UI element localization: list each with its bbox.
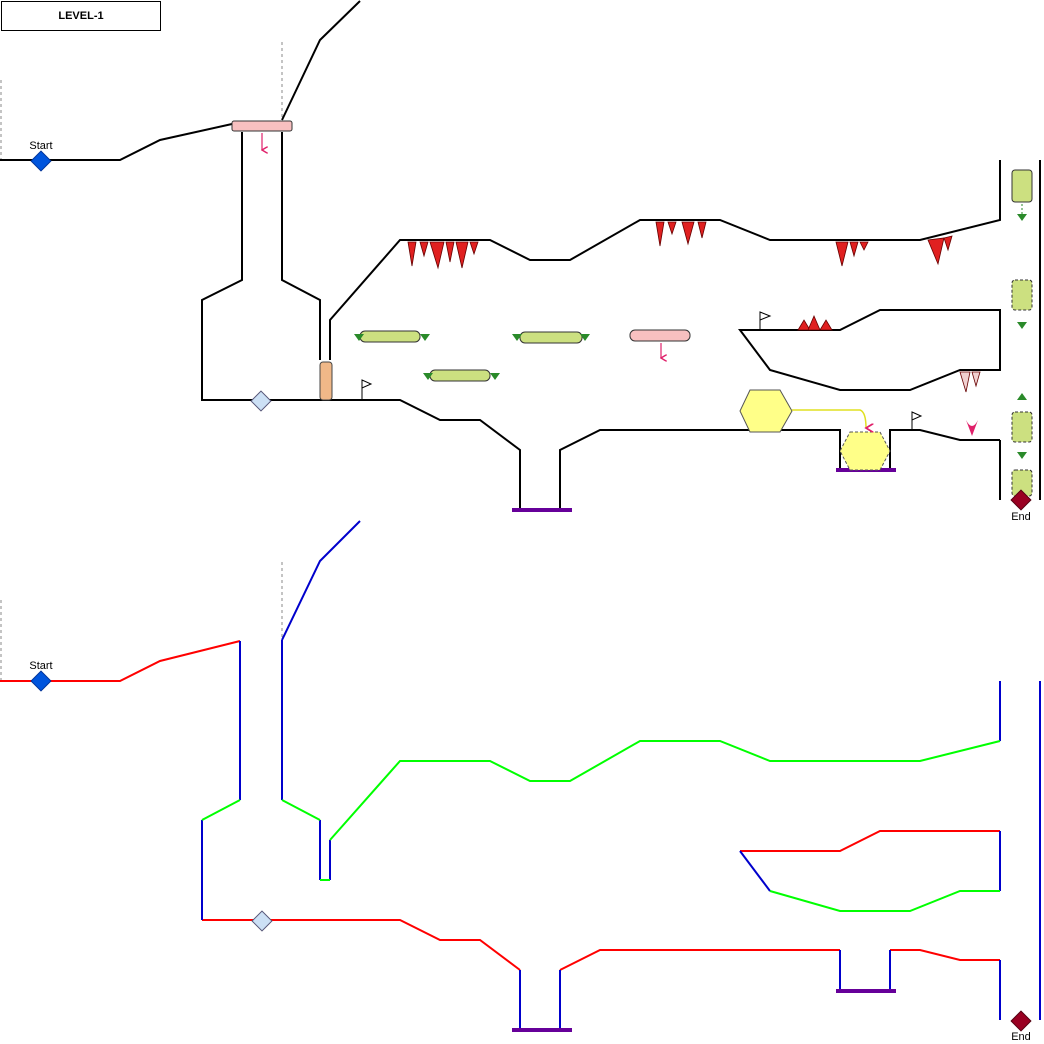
terrain-island [738,309,1001,391]
ceiling-segment [329,740,1001,841]
floor-segment [890,949,1000,961]
wall-segment [739,850,771,892]
hexagon-icon [839,431,891,471]
ceiling-segment [201,799,241,821]
spike-icon [927,235,953,266]
wall-segment [281,520,361,641]
start-label: Start [29,660,52,672]
terrain-left-shaft [201,132,320,401]
bottom-diagram [0,520,1041,1030]
terrain-shaft-right [281,132,321,360]
ceiling-segment [281,799,321,821]
spike-icon [835,241,869,267]
floor-segment [202,919,521,971]
flag-icon [759,311,772,330]
floor-segment [740,830,1000,852]
ceiling-segment [769,890,1000,912]
spike-icon [966,420,978,436]
floor-segment [559,949,840,971]
top-diagram [0,0,1041,510]
level-title: LEVEL-1 [1,1,161,31]
spike-icon [959,371,981,393]
spike-icon [655,221,707,247]
hexagon-icon [739,389,793,433]
terrain-floor-right [889,429,1000,470]
green-block [1011,393,1033,459]
floor-segment [0,640,241,682]
flag-icon [361,379,373,400]
green-platform [354,330,430,343]
flag-icon [911,411,923,430]
terrain-floor-mid [559,429,841,510]
end-diamond-icon [1010,489,1032,511]
start-label: Start [29,140,52,152]
start-diamond-icon [30,150,52,172]
checkpoint-diamond-icon [250,390,272,412]
green-block [1011,279,1033,329]
start-diamond-icon [30,670,52,692]
terrain-ceiling [329,160,1001,360]
door [319,361,333,401]
spike-icon [797,314,833,331]
end-label: End [1011,511,1031,523]
checkpoint-diamond-icon [251,910,273,932]
terrain-start-path [0,123,233,161]
end-diamond-icon [1010,1010,1032,1032]
terrain-upper-slope [281,0,361,121]
terrain-floor-left [320,399,521,510]
spike-icon [407,241,479,270]
green-block [1011,169,1033,221]
arrow-down-icon [792,409,866,428]
green-platform [512,331,590,344]
green-platform [423,369,500,382]
pink-platform [231,120,293,132]
end-label: End [1011,1031,1031,1043]
pink-platform [629,329,691,358]
